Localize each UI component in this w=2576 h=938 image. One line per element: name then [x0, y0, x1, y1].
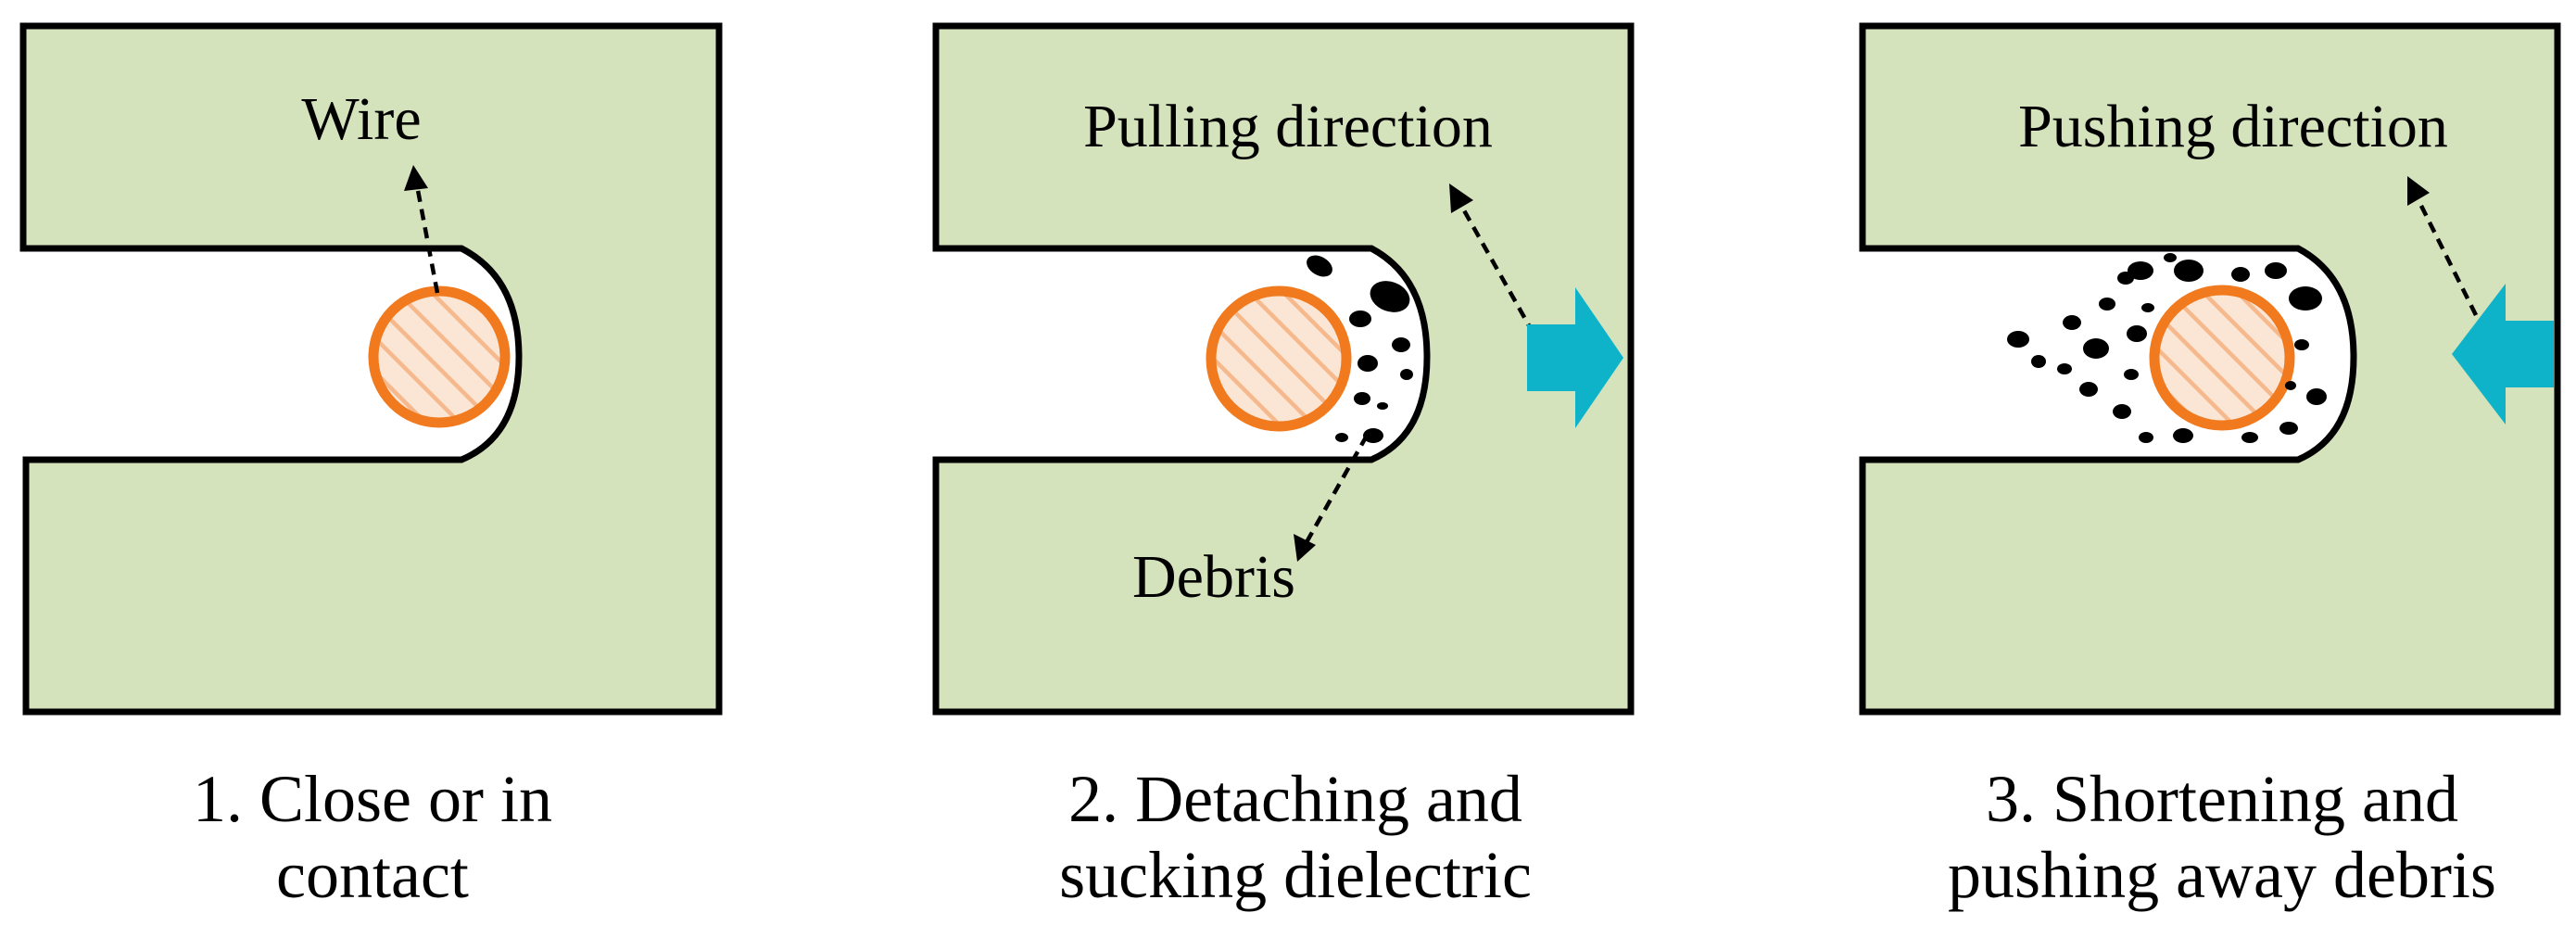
caption-line-2: sucking dielectric	[1059, 838, 1532, 912]
panel-shortening: Pushing direction 3. Shortening and push…	[1859, 22, 2561, 912]
pushing-direction-label: Pushing direction	[2018, 93, 2448, 160]
push-leader-line	[2414, 195, 2479, 317]
caption-line-1: 2. Detaching and	[1068, 762, 1522, 836]
workpiece	[19, 22, 723, 716]
wire	[1206, 285, 1352, 432]
debris-particles	[1307, 255, 1413, 443]
caption-line-2: contact	[276, 838, 469, 912]
debris-label: Debris	[1132, 543, 1295, 611]
arrowhead-icon	[1449, 184, 1473, 213]
arrowhead-icon	[2407, 176, 2430, 206]
pulling-direction-label: Pulling direction	[1083, 93, 1493, 160]
caption-line-1: 1. Close or in	[193, 762, 552, 836]
workpiece	[1859, 22, 2561, 716]
wire	[2149, 285, 2295, 431]
caption-line-2: pushing away debris	[1948, 838, 2496, 912]
arrowhead-icon	[404, 165, 428, 191]
caption-line-1: 3. Shortening and	[1986, 762, 2458, 836]
debris-particles	[2007, 253, 2327, 443]
wire-label: Wire	[301, 85, 421, 153]
debris-leader-line	[1305, 434, 1369, 544]
panel-close-or-in-contact: Wire 1. Close or in contact	[19, 22, 723, 912]
pull-leader-line	[1458, 202, 1535, 336]
pulling-arrow-icon	[1527, 287, 1623, 428]
panel-detaching: Pulling direction Debris 2. Detaching an…	[932, 22, 1635, 912]
arrowhead-icon	[1294, 534, 1316, 562]
wire	[368, 285, 511, 428]
pushing-arrow-icon	[2452, 284, 2554, 425]
